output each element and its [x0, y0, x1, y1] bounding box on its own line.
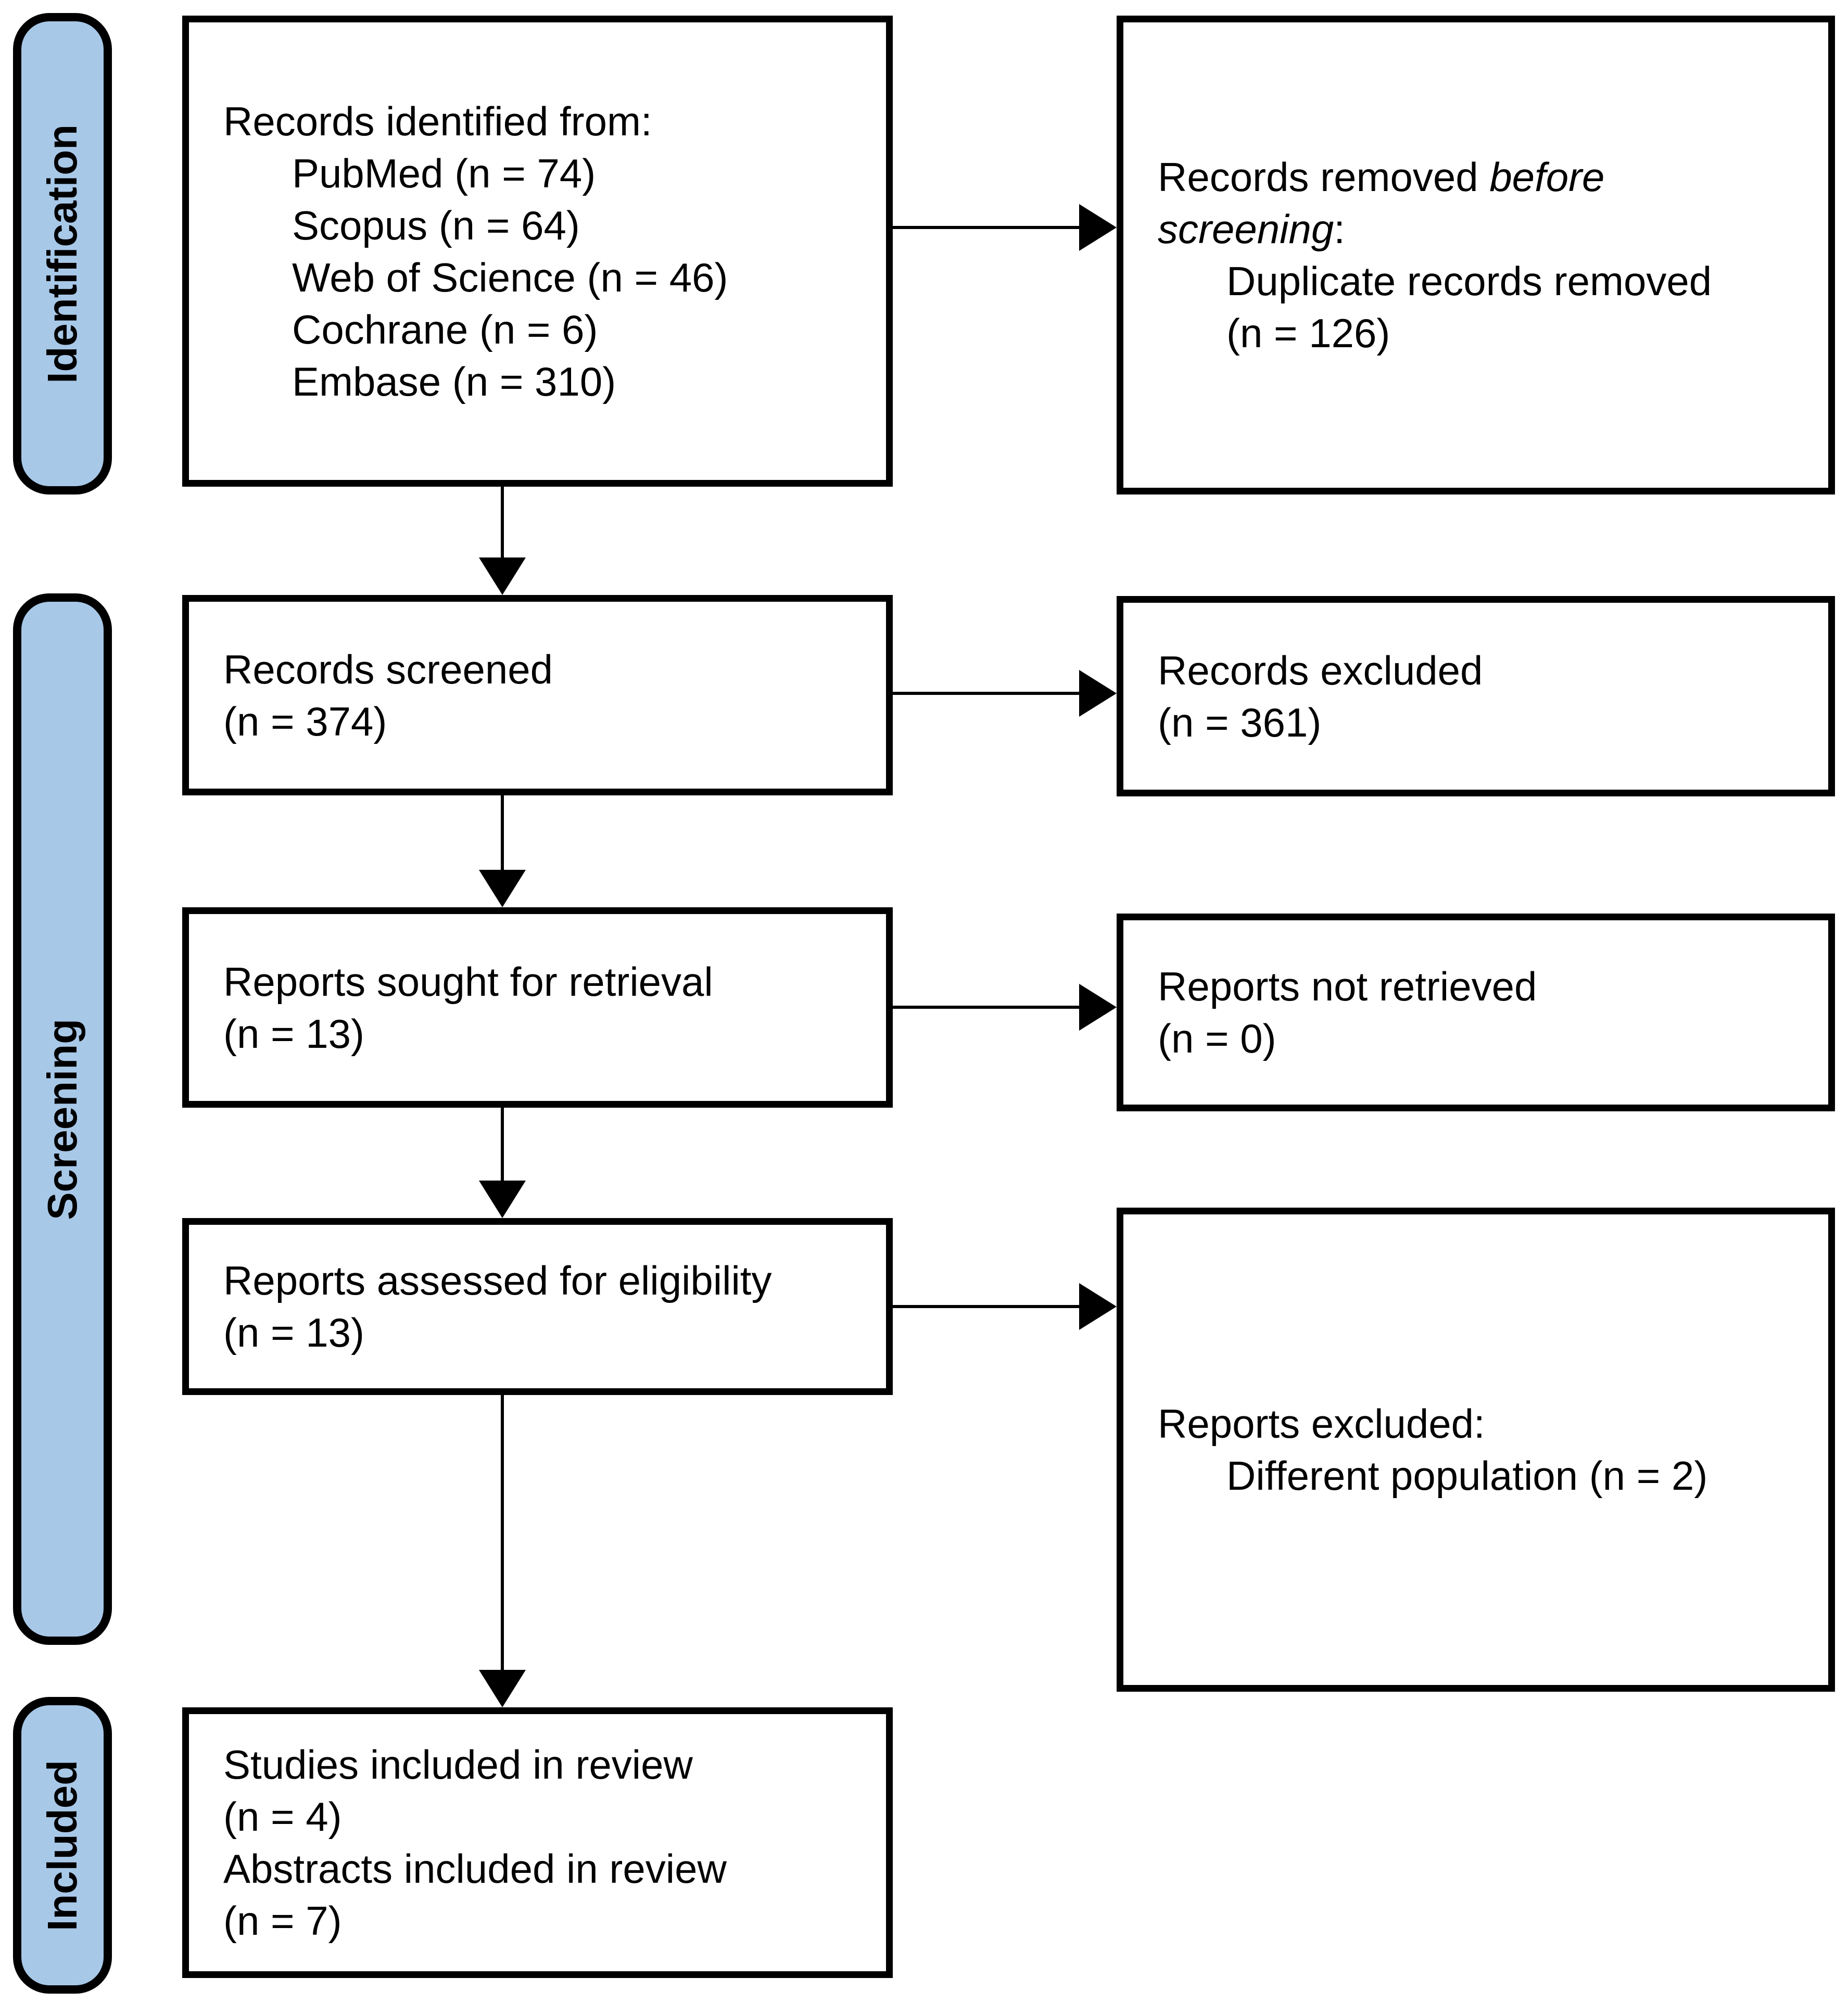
box-line: (n = 126) [1158, 307, 1820, 359]
text-run: Embase (n = 310) [292, 358, 616, 404]
text-run: Scopus (n = 64) [292, 202, 580, 248]
text-run: Records excluded [1158, 647, 1483, 693]
box-line: Reports sought for retrieval [223, 956, 878, 1008]
text-run: Reports sought for retrieval [223, 958, 713, 1005]
text-run: Reports assessed for eligibility [223, 1258, 772, 1303]
arrow-assessed-to-reports-excluded-head [1079, 1283, 1117, 1330]
box-line: Scopus (n = 64) [223, 199, 878, 251]
text-run: (n = 126) [1226, 310, 1390, 356]
stage-included-label: Included [39, 1759, 85, 1931]
box-line: screening: [1158, 203, 1820, 255]
text-run: PubMed (n = 74) [292, 150, 596, 196]
stage-screening-label: Screening [39, 1018, 85, 1220]
text-run: : [1334, 206, 1345, 252]
text-run: Reports excluded: [1158, 1401, 1485, 1447]
box-reports-sought: Reports sought for retrieval (n = 13) [182, 907, 893, 1108]
arrow-sought-to-assessed-head [479, 1181, 526, 1218]
box-reports-assessed: Reports assessed for eligibility (n = 13… [182, 1218, 893, 1395]
box-line: (n = 361) [1158, 696, 1820, 749]
arrow-identified-to-removed-head [1079, 204, 1117, 251]
text-run: Abstracts included in review [223, 1846, 727, 1892]
box-line: PubMed (n = 74) [223, 147, 878, 199]
arrow-screened-to-sought-line [501, 795, 504, 872]
text-run: Reports not retrieved [1158, 964, 1537, 1009]
text-run: Cochrane (n = 6) [292, 306, 598, 352]
box-line: Studies included in review [223, 1739, 878, 1791]
arrow-sought-to-assessed-line [501, 1108, 504, 1183]
stage-identification: Identification [13, 13, 112, 495]
box-studies-included: Studies included in review (n = 4) Abstr… [182, 1707, 893, 1978]
text-run-italic: screening [1158, 206, 1334, 252]
box-line: Duplicate records removed [1158, 255, 1820, 307]
box-line: Records screened [223, 643, 878, 695]
text-run: Studies included in review [223, 1742, 693, 1788]
text-run: (n = 13) [223, 1010, 364, 1057]
arrow-identified-to-screened-head [479, 557, 526, 595]
box-line: Reports excluded: [1158, 1398, 1820, 1450]
box-line: (n = 0) [1158, 1012, 1820, 1064]
box-reports-excluded: Reports excluded: Different population (… [1117, 1208, 1835, 1692]
text-run: Duplicate records removed [1226, 258, 1712, 304]
arrow-identified-to-screened-line [501, 487, 504, 560]
box-records-identified: Records identified from: PubMed (n = 74)… [182, 16, 893, 487]
text-run: (n = 361) [1158, 699, 1322, 745]
text-run-italic: before [1489, 154, 1605, 200]
arrow-identified-to-removed-line [893, 226, 1083, 229]
box-line: Cochrane (n = 6) [223, 303, 878, 356]
box-line: Different population (n = 2) [1158, 1450, 1820, 1502]
box-line: (n = 374) [223, 695, 878, 747]
arrow-screened-to-sought-head [479, 870, 526, 907]
text-run: Web of Science (n = 46) [292, 254, 728, 300]
text-run: (n = 7) [223, 1898, 342, 1944]
box-line: (n = 13) [223, 1008, 878, 1060]
text-run: (n = 0) [1158, 1016, 1276, 1061]
arrow-screened-to-excluded-head [1079, 670, 1117, 717]
arrow-screened-to-excluded-line [893, 692, 1083, 695]
arrow-assessed-to-included-head [479, 1670, 526, 1707]
text-run: Records identified from: [223, 98, 652, 144]
box-records-excluded: Records excluded (n = 361) [1117, 596, 1835, 796]
box-line: Abstracts included in review [223, 1843, 878, 1895]
arrow-sought-to-not-retrieved-head [1079, 984, 1117, 1031]
text-run: Records removed [1158, 154, 1490, 200]
box-line: Web of Science (n = 46) [223, 251, 878, 303]
box-records-removed-before-screening: Records removed before screening: Duplic… [1117, 16, 1835, 495]
box-records-screened: Records screened (n = 374) [182, 595, 893, 795]
box-line: Reports not retrieved [1158, 960, 1820, 1012]
box-line: Records identified from: [223, 95, 878, 147]
box-line: Records excluded [1158, 644, 1820, 696]
arrow-assessed-to-included-line [501, 1395, 504, 1672]
box-line: (n = 4) [223, 1791, 878, 1843]
box-line: Reports assessed for eligibility [223, 1254, 878, 1307]
text-run: (n = 4) [223, 1794, 342, 1840]
text-run: (n = 374) [223, 698, 387, 744]
box-line: Embase (n = 310) [223, 356, 878, 408]
stage-included: Included [13, 1697, 112, 1994]
stage-screening: Screening [13, 593, 112, 1645]
text-run: Different population (n = 2) [1226, 1453, 1708, 1499]
box-reports-not-retrieved: Reports not retrieved (n = 0) [1117, 914, 1835, 1111]
arrow-assessed-to-reports-excluded-line [893, 1305, 1083, 1308]
stage-identification-label: Identification [39, 124, 85, 384]
arrow-sought-to-not-retrieved-line [893, 1006, 1083, 1009]
text-run: (n = 13) [223, 1310, 364, 1355]
text-run: Records screened [223, 646, 553, 692]
box-line: (n = 7) [223, 1895, 878, 1947]
box-line: Records removed before [1158, 151, 1820, 203]
box-line: (n = 13) [223, 1307, 878, 1359]
